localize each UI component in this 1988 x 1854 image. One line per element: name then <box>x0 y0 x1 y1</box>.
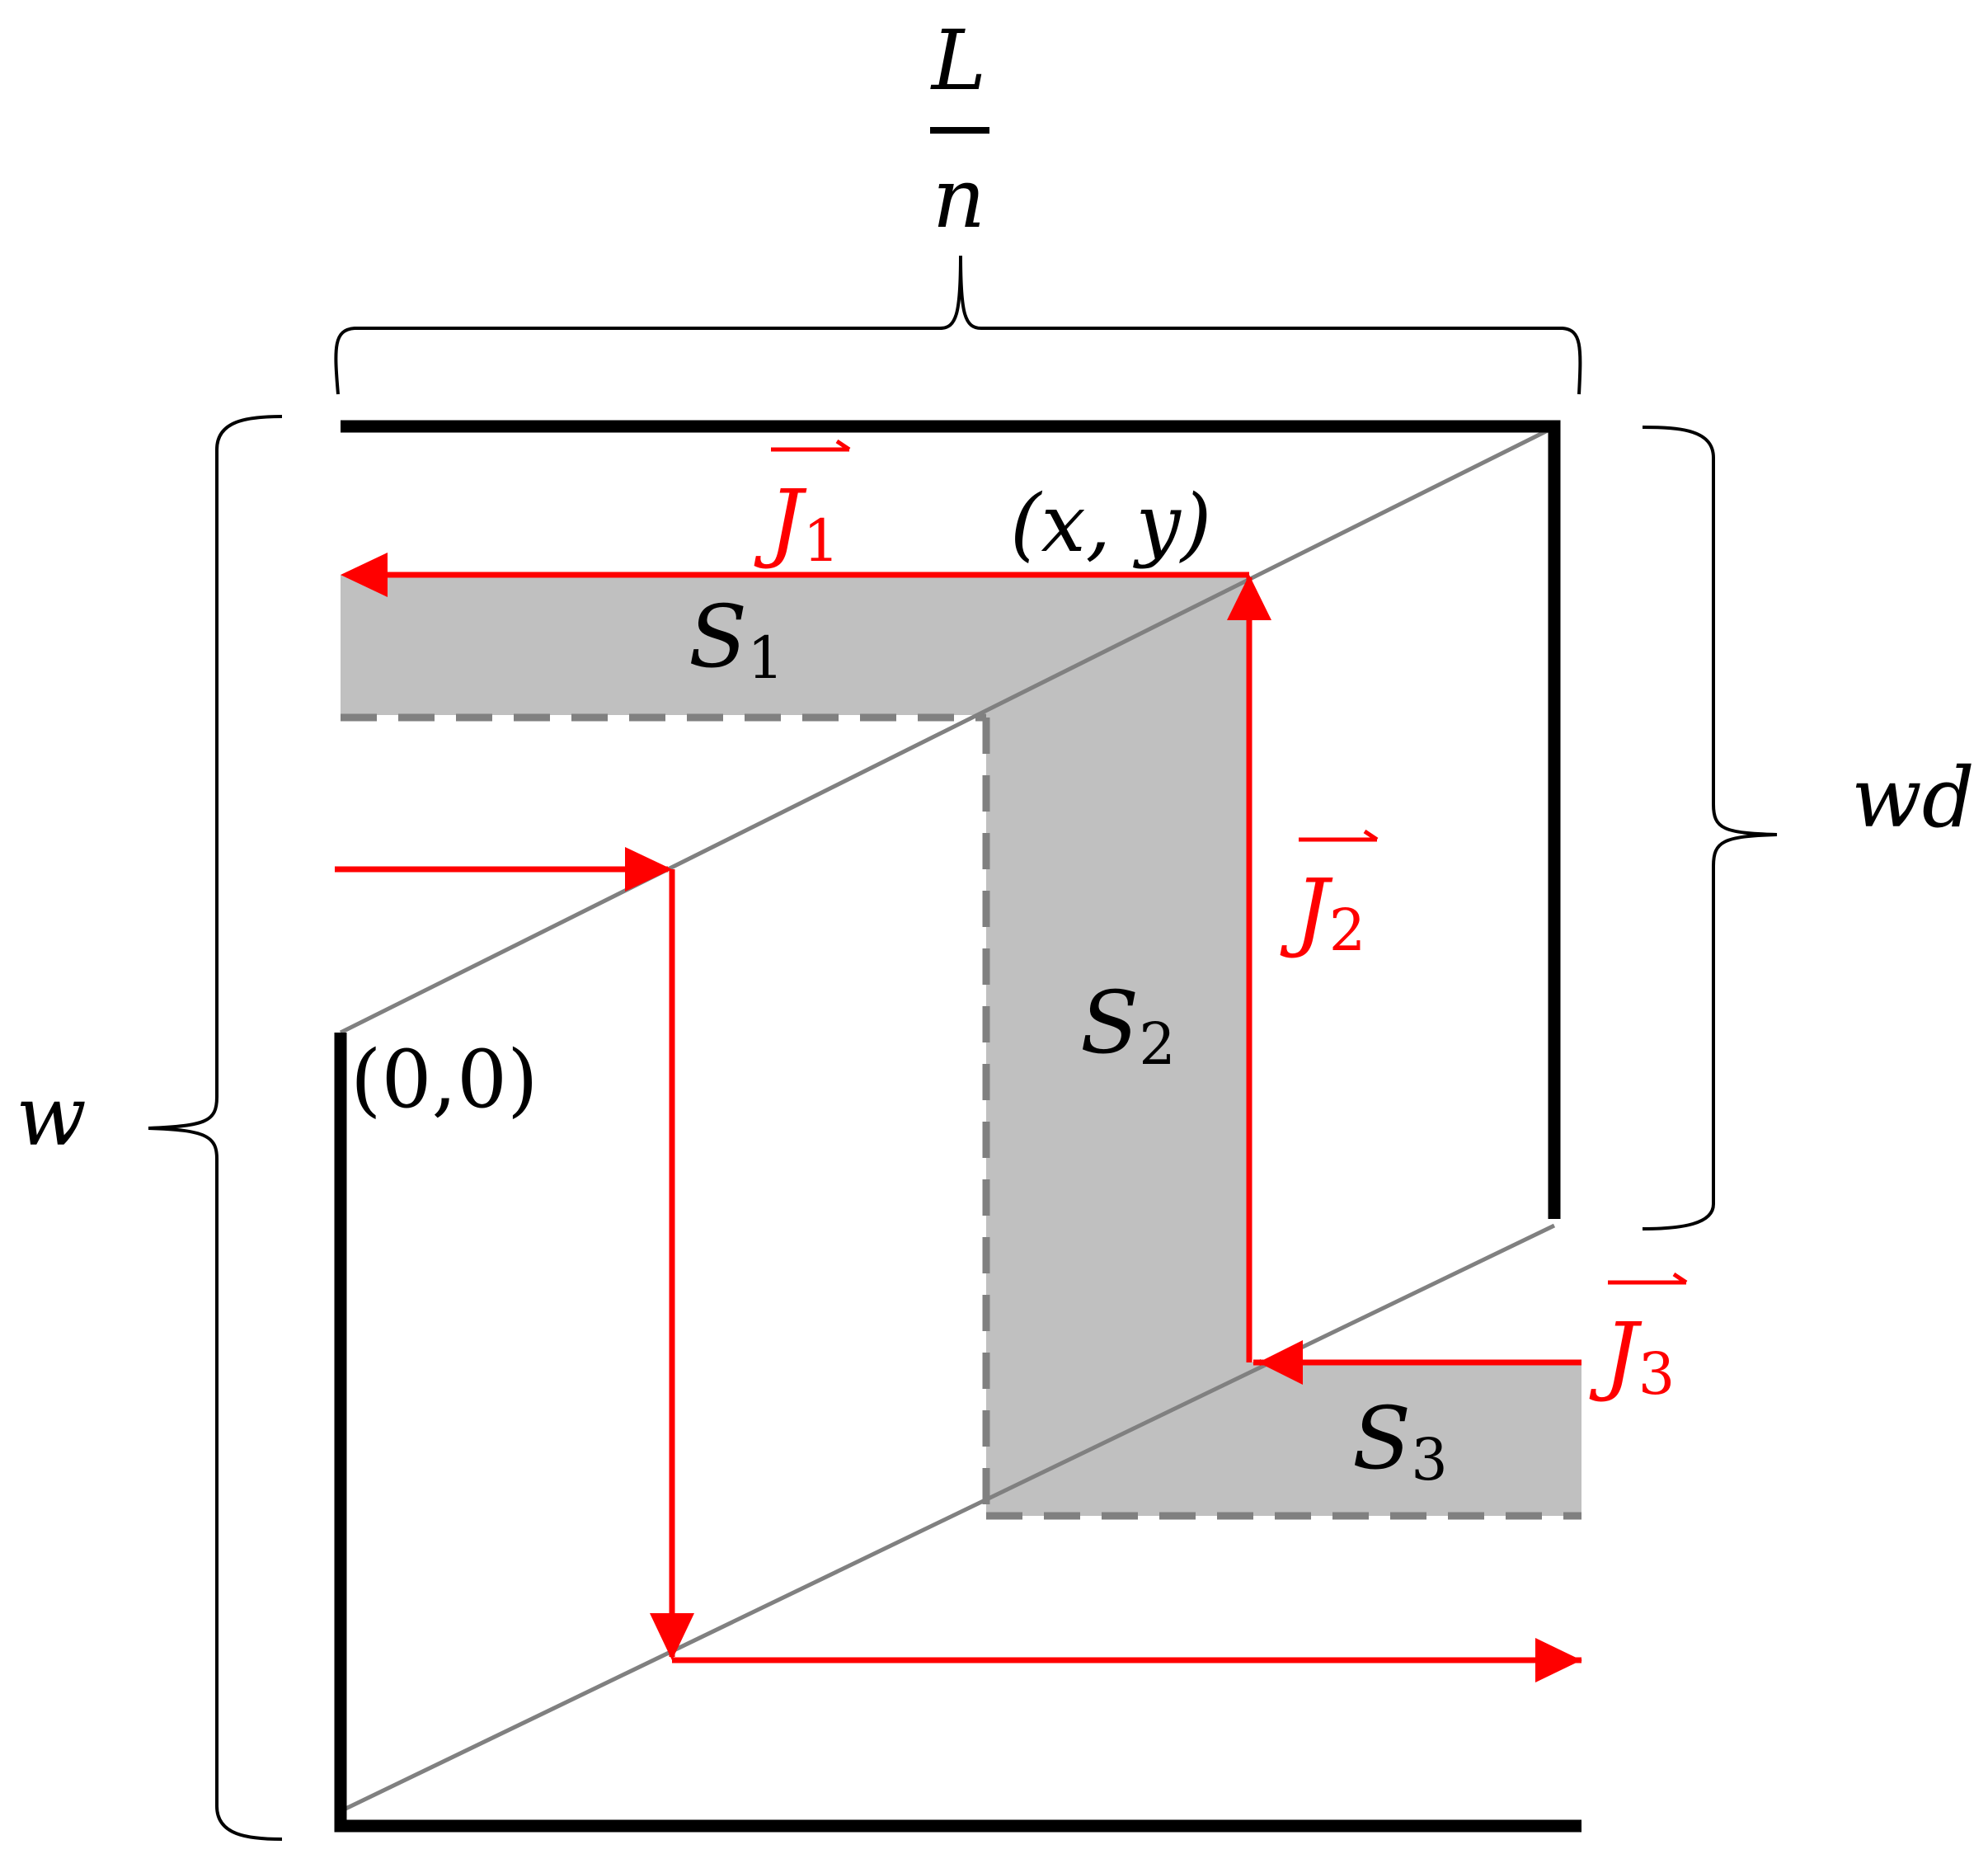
dashed-borders <box>341 713 1581 1520</box>
wall-top-right <box>341 420 1561 1219</box>
right-brace <box>1642 426 1778 1231</box>
label-s3: S3 <box>1352 1388 1448 1494</box>
fraction-numerator: L <box>930 12 986 109</box>
label-point: (x, y) <box>1010 478 1211 570</box>
left-brace <box>148 415 283 1841</box>
label-j2-group: J2 <box>1280 829 1379 964</box>
arrowhead-out <box>1535 1638 1581 1682</box>
arrowhead-j2 <box>1227 575 1271 620</box>
diagonal-upper <box>339 425 1556 1035</box>
current-paths <box>335 572 1582 1663</box>
label-origin: (0,0) <box>350 1033 538 1126</box>
diagonal-lines <box>339 425 1556 1814</box>
region-s1 <box>341 575 1249 715</box>
shaded-regions <box>341 575 1581 1516</box>
label-j1-group: J1 <box>754 439 851 575</box>
walls <box>334 420 1581 1833</box>
arrowhead-j1 <box>341 553 388 597</box>
label-j3: J3 <box>1589 1304 1675 1408</box>
top-brace <box>334 255 1582 395</box>
label-j1: J1 <box>754 471 839 575</box>
fraction-denominator: n <box>933 150 985 247</box>
vector-tip-j3 <box>1672 1272 1688 1285</box>
label-j2: J2 <box>1280 860 1365 964</box>
arrowhead-down <box>650 1613 694 1660</box>
arrowhead-j3 <box>1258 1340 1303 1385</box>
arrowheads <box>341 553 1581 1682</box>
braces <box>148 255 1778 1841</box>
label-s2: S2 <box>1080 972 1176 1078</box>
wall-left-bottom <box>334 1033 1581 1833</box>
vector-tip-j1 <box>835 439 851 452</box>
label-j3-group: J3 <box>1589 1272 1688 1408</box>
arrowhead-in <box>625 847 672 892</box>
label-s1: S1 <box>689 586 784 692</box>
label-wd: wd <box>1851 750 1975 846</box>
diagonal-lower <box>339 1223 1556 1814</box>
top-fraction: L n <box>930 12 989 247</box>
vector-tip-j2 <box>1363 829 1379 842</box>
label-w: w <box>16 1068 87 1165</box>
region-s2-body <box>986 715 1249 1516</box>
